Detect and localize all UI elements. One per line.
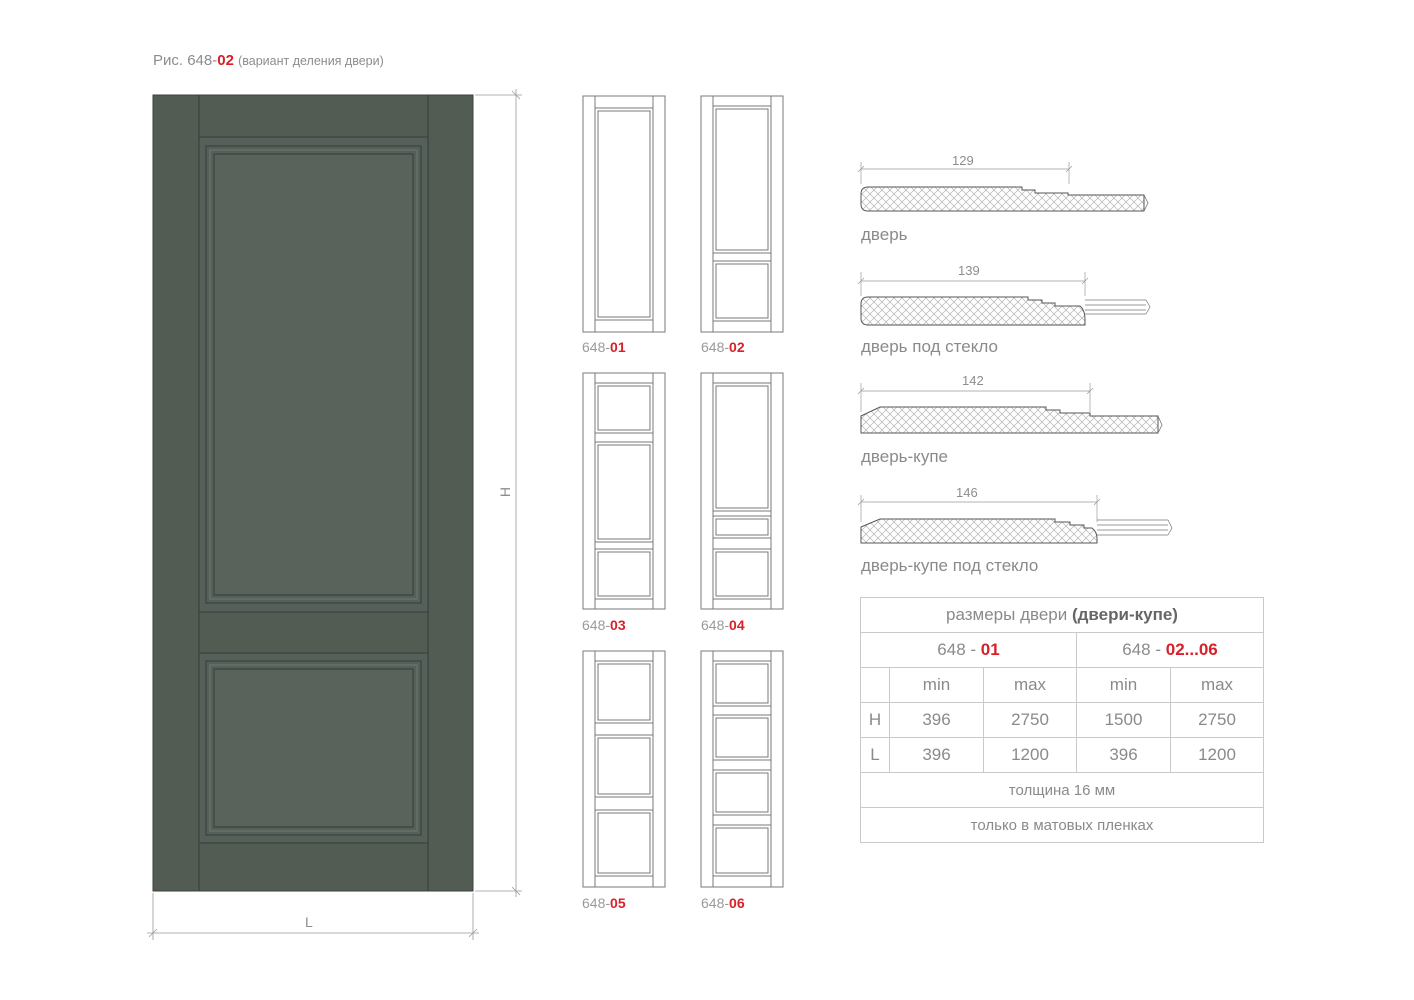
table-cell: 1200 bbox=[983, 737, 1077, 773]
main-door bbox=[152, 94, 474, 892]
profile-width-4: 146 bbox=[956, 485, 978, 500]
variant-02-door[interactable] bbox=[700, 95, 784, 333]
variant-label-03: 648-03 bbox=[582, 617, 626, 633]
row-label: H bbox=[860, 702, 890, 738]
profile-width-3: 142 bbox=[962, 373, 984, 388]
profile-label-4: дверь-купе под стекло bbox=[861, 556, 1039, 575]
table-header-max: max bbox=[983, 667, 1077, 703]
variant-label-02: 648-02 bbox=[701, 339, 745, 355]
profile-label-3: дверь-купе bbox=[861, 447, 948, 466]
variant-label-04: 648-04 bbox=[701, 617, 745, 633]
table-group-01: 648 - 01 bbox=[860, 632, 1077, 668]
variant-05-door[interactable] bbox=[582, 650, 666, 888]
profile-width-1: 129 bbox=[952, 153, 974, 168]
upper-panel bbox=[198, 136, 429, 613]
table-corner-cell bbox=[860, 667, 890, 703]
table-cell: 2750 bbox=[983, 702, 1077, 738]
table-row: L 396 1200 396 1200 bbox=[860, 737, 1264, 773]
variant-04-door[interactable] bbox=[700, 372, 784, 610]
width-label: L bbox=[305, 914, 313, 930]
variant-label-01: 648-01 bbox=[582, 339, 626, 355]
profile-sliding-door bbox=[857, 383, 1163, 434]
profile-sections bbox=[857, 162, 1173, 544]
main-door-drawing bbox=[147, 89, 522, 940]
table-cell: 1500 bbox=[1076, 702, 1171, 738]
caption-code: 02 bbox=[217, 52, 234, 69]
caption-prefix: Рис. 648- bbox=[153, 52, 218, 69]
table-header-max: max bbox=[1170, 667, 1264, 703]
table-header-min: min bbox=[889, 667, 984, 703]
variant-01-door[interactable] bbox=[582, 95, 666, 333]
table-cell: 396 bbox=[889, 737, 984, 773]
table-title: размеры двери (двери-купе) bbox=[860, 597, 1264, 633]
lower-panel bbox=[198, 652, 429, 844]
profile-door bbox=[857, 162, 1149, 212]
table-cell: 1200 bbox=[1170, 737, 1264, 773]
profile-door-glass bbox=[857, 272, 1151, 326]
width-dimension bbox=[147, 893, 479, 940]
profile-label-1: дверь bbox=[861, 225, 908, 244]
table-cell: 396 bbox=[1076, 737, 1171, 773]
table-finish: только в матовых пленках bbox=[860, 807, 1264, 843]
door-dimensions-table: размеры двери (двери-купе) 648 - 01 648 … bbox=[860, 597, 1264, 843]
table-header-min: min bbox=[1076, 667, 1171, 703]
profile-label-2: дверь под стекло bbox=[861, 337, 998, 356]
profile-sliding-door-glass bbox=[857, 495, 1173, 544]
table-group-02-06: 648 - 02...06 bbox=[1076, 632, 1264, 668]
door-variants bbox=[582, 95, 784, 888]
table-cell: 2750 bbox=[1170, 702, 1264, 738]
caption-note: (вариант деления двери) bbox=[238, 54, 384, 68]
profile-width-2: 139 bbox=[958, 263, 980, 278]
table-cell: 396 bbox=[889, 702, 984, 738]
variant-03-door[interactable] bbox=[582, 372, 666, 610]
figure-caption: Рис. 648-02 (вариант деления двери) bbox=[153, 52, 384, 69]
height-dimension bbox=[475, 89, 522, 897]
variant-label-06: 648-06 bbox=[701, 895, 745, 911]
height-label: H bbox=[497, 486, 514, 498]
table-row: H 396 2750 1500 2750 bbox=[860, 702, 1264, 738]
variant-label-05: 648-05 bbox=[582, 895, 626, 911]
variant-06-door[interactable] bbox=[700, 650, 784, 888]
row-label: L bbox=[860, 737, 890, 773]
table-thickness: толщина 16 мм bbox=[860, 772, 1264, 808]
